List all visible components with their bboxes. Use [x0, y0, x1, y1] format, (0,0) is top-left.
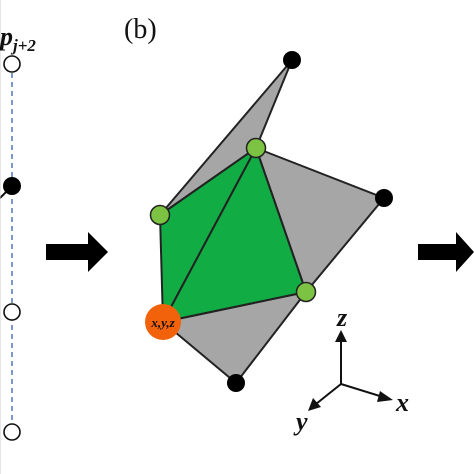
panel-label: (b) [124, 14, 157, 45]
green-triangle-right [162, 147, 307, 323]
node-label: pj+2 [0, 22, 36, 56]
arrow-right-icon [418, 232, 474, 272]
mesh-diagram: x,y,z [145, 51, 393, 392]
open-node-middle [3, 303, 21, 321]
open-node-top [3, 55, 21, 73]
open-node-bottom [3, 423, 21, 441]
node-label-main: p [0, 22, 13, 51]
orange-vertex-node [145, 304, 181, 340]
axis-x-label: x [395, 388, 409, 417]
green-node-left [149, 204, 171, 226]
axis-y-label: y [293, 407, 308, 436]
coordinate-axes: z x y [293, 303, 409, 436]
node-label-subscript: j+2 [13, 36, 36, 56]
filled-node-left [3, 177, 21, 195]
arrow-left-icon [46, 232, 108, 272]
black-node-right [375, 189, 393, 207]
green-node-right [295, 281, 317, 303]
black-node-top [283, 51, 301, 69]
axis-z-label: z [336, 303, 348, 332]
green-node-top [245, 137, 267, 159]
left-panel [0, 55, 21, 441]
vertex-label: x,y,z [150, 315, 175, 330]
black-node-bottom [227, 374, 245, 392]
